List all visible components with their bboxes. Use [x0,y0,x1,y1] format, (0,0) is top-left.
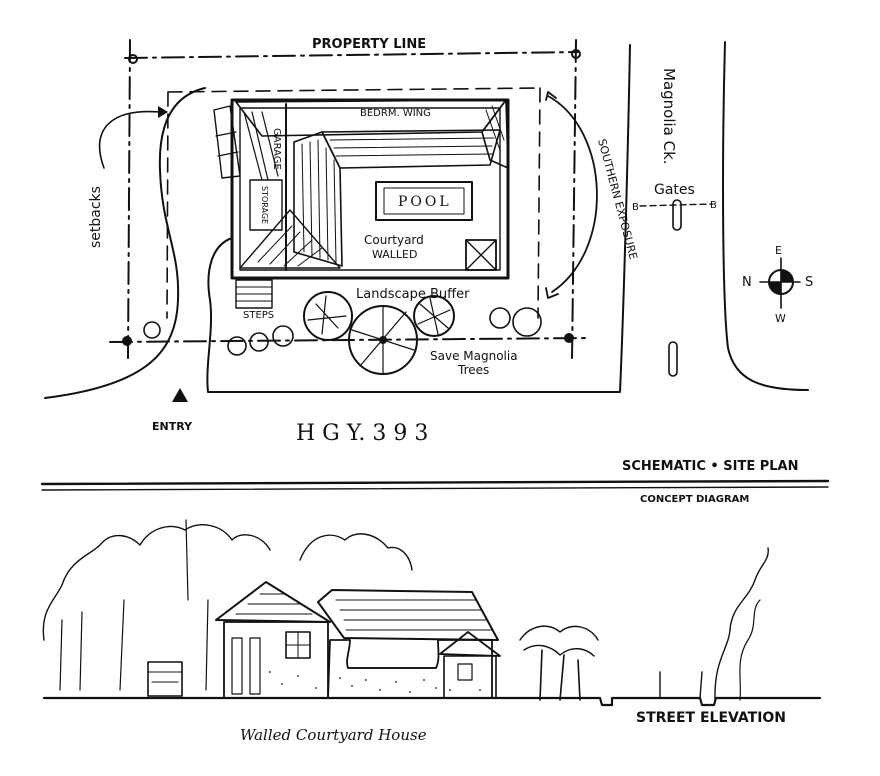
compass-icon [759,257,801,309]
setback-boundary [166,87,541,319]
entry-label: ENTRY [152,420,193,433]
save-trees-label: Save Magnolia [430,349,518,363]
concept-diagram-label: CONCEPT DIAGRAM [640,494,749,505]
storage-label: STORAGE [260,186,269,224]
road-edge-left [44,87,206,399]
site-plan: PROPERTY LINE BEDRM. WING GARAGE STORAGE… [44,37,813,446]
title-block: SCHEMATIC • SITE PLAN CONCEPT DIAGRAM [40,459,830,505]
compass-w-label: W [775,312,786,325]
street-elevation-label: STREET ELEVATION [636,710,786,726]
gates-marker [639,199,713,377]
pool-label: POOL [398,194,452,210]
compass-n-label: N [742,275,752,290]
house-caption: Walled Courtyard House [240,726,427,744]
bedroom-wing-label: BEDRM. WING [360,108,431,119]
courtyard-label: Courtyard [364,233,424,247]
road-edge-right [722,41,809,391]
steps-label: STEPS [243,310,274,321]
street-elevation: STREET ELEVATION Walled Courtyard House [42,519,822,744]
southern-exposure-label: SOUTHERN EXPOSURE [595,137,640,261]
entry-marker [172,388,188,402]
setbacks-label: setbacks [88,186,104,248]
walled-label: WALLED [372,248,417,261]
magnolia-trees [143,291,542,375]
background-trees [42,519,769,701]
schematic-title: SCHEMATIC • SITE PLAN [622,459,798,474]
landscape-buffer-label: Landscape Buffer [356,287,470,302]
section-mark-left: B [632,202,639,213]
entry-steps [235,279,273,309]
section-mark-right: B [710,200,717,211]
property-line-label: PROPERTY LINE [312,37,426,52]
compass-e-label: E [775,244,782,257]
ground-line [42,696,822,707]
road-edge-lot [206,44,631,393]
house-elevation [147,581,501,699]
house-footprint [213,98,510,309]
highway-label: H G Y. 3 9 3 [296,421,428,446]
palm-trees [519,625,599,701]
street-name-label: Magnolia Ck. [660,68,678,165]
garage-label: GARAGE [271,128,282,170]
compass-s-label: S [805,275,813,290]
gates-label: Gates [654,182,695,198]
setbacks-arrowhead [158,106,168,118]
trees-label: Trees [457,363,489,377]
southern-exposure-arc [547,95,598,293]
setbacks-arrow [98,110,161,169]
